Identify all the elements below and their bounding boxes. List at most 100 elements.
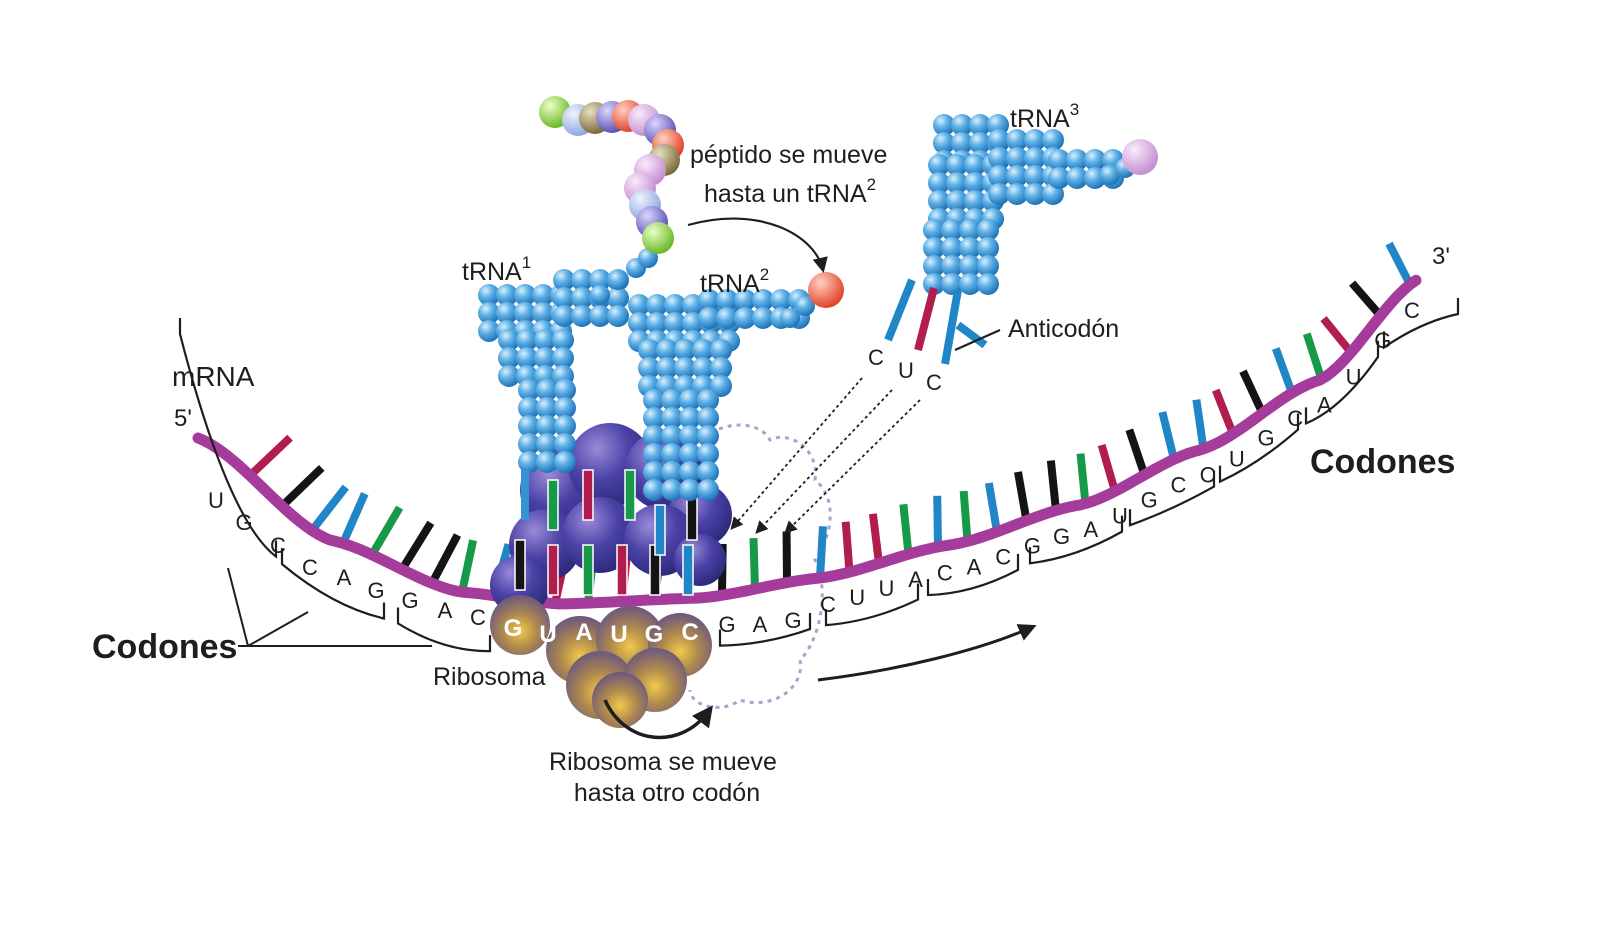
trna-bead <box>552 347 574 369</box>
trna-bead <box>628 312 650 334</box>
anticodon-label: Anticodón <box>1008 315 1119 343</box>
trna-bead <box>554 415 576 437</box>
trna-bead <box>518 451 540 473</box>
trna-bead <box>697 389 719 411</box>
mrna-base-letter: U <box>878 576 894 601</box>
pairing-stick <box>582 544 594 596</box>
ribosome-lobe <box>674 534 726 586</box>
trna-bead <box>554 379 576 401</box>
peptide-moves-label-line2: hasta un tRNA2 <box>704 175 876 208</box>
mrna-base-bar <box>458 539 478 593</box>
trna3-label: tRNA3 <box>1010 100 1079 133</box>
pairing-stick <box>682 544 694 596</box>
mrna-base-bar <box>841 521 854 573</box>
pairing-stick <box>547 479 559 531</box>
mrna-base-bar <box>933 495 942 547</box>
trna-bead <box>518 397 540 419</box>
trna-bead <box>643 443 665 465</box>
trna-bead <box>536 397 558 419</box>
mrna-base-letter: A <box>438 598 453 623</box>
mrna-base-bar <box>1097 443 1119 493</box>
ribosome-base-letter: G <box>645 621 664 648</box>
trna-bead <box>534 347 556 369</box>
mrna-base-bar <box>899 503 913 555</box>
pairing-stick <box>547 544 559 596</box>
codon-bracket <box>1304 340 1380 426</box>
peptide-chain <box>539 96 684 254</box>
mrna-base-letter: U <box>208 488 224 513</box>
trna-bead <box>536 379 558 401</box>
codon-bracket <box>824 583 920 627</box>
mrna-base-letter: G <box>1053 524 1070 549</box>
trna3-amino-acid <box>1122 139 1158 175</box>
mrna-base-bar <box>984 482 1001 533</box>
trna-bead <box>928 154 950 176</box>
mrna-base-letter: G <box>1257 426 1274 451</box>
mrna-base-bar <box>1212 388 1237 436</box>
trna-bead <box>988 129 1010 151</box>
trna-bead <box>590 285 610 305</box>
mrna-base-bar <box>368 505 404 557</box>
mrna-base-letter: C <box>270 533 286 558</box>
trna-bead <box>643 425 665 447</box>
mrna-base-letter: A <box>908 567 923 592</box>
trna-bead <box>518 415 540 437</box>
trna-bead <box>941 255 963 277</box>
trna-bead <box>518 433 540 455</box>
mrna-base-letter: A <box>967 555 982 580</box>
mrna-base-bar <box>247 434 293 479</box>
trna-bead <box>1084 149 1106 171</box>
mrna-backbone <box>192 274 1422 610</box>
trna-bead <box>933 114 955 136</box>
trna-bead <box>1006 183 1028 205</box>
five-prime-label: 5' <box>174 405 192 432</box>
trna-bead <box>638 357 660 379</box>
trna-bead <box>959 237 981 259</box>
mrna-base-bar <box>1320 316 1355 356</box>
trna-bead <box>969 114 991 136</box>
trna-bead <box>959 219 981 241</box>
trna1-molecule <box>478 248 658 520</box>
trna-bead <box>933 132 955 154</box>
trna-bead <box>1066 149 1088 171</box>
mrna-base-bar <box>1385 241 1414 287</box>
trna-bead <box>941 273 963 295</box>
anticodon-base-1: C <box>868 345 884 370</box>
trna-bead <box>661 389 683 411</box>
mrna-base-letter: A <box>1083 517 1098 542</box>
trna-bead <box>674 339 696 361</box>
mrna-base-letter: G <box>235 510 252 535</box>
mrna-base-bar <box>428 533 462 586</box>
ribosome-next-position-outline <box>688 423 832 709</box>
trna-bead <box>638 339 660 361</box>
trna-bead <box>536 433 558 455</box>
trna-bead <box>951 114 973 136</box>
codon-bracket <box>1028 515 1124 565</box>
trna-bead <box>643 407 665 429</box>
trna-bead <box>692 339 714 361</box>
trna-bead <box>661 443 683 465</box>
trna-bead <box>716 307 738 329</box>
trna-bead <box>977 237 999 259</box>
anticodon-pointer <box>954 328 1001 352</box>
mrna-base-letter: G <box>1141 487 1158 512</box>
trna-bead <box>661 425 683 447</box>
trna1-label: tRNA1 <box>462 253 531 286</box>
pairing-stick <box>624 469 636 521</box>
trna-bead <box>514 302 536 324</box>
trna-bead <box>589 305 611 327</box>
trna-bead <box>1006 147 1028 169</box>
trna-bead <box>959 255 981 277</box>
trna-bead <box>478 302 500 324</box>
mrna-base-letter: U <box>1229 446 1245 471</box>
peptide-moves-label-line1: péptido se mueve <box>690 141 887 169</box>
mrna-base-letter: A <box>753 612 768 637</box>
trna-bead <box>951 132 973 154</box>
mrna-base-bar <box>398 520 435 572</box>
trna2-label: tRNA2 <box>700 265 769 298</box>
trna-bead <box>679 407 701 429</box>
codons-right-label: Codones <box>1310 443 1455 481</box>
trna-bead <box>946 154 968 176</box>
trna-bead <box>661 461 683 483</box>
mrna-base-letter: C <box>995 545 1011 570</box>
